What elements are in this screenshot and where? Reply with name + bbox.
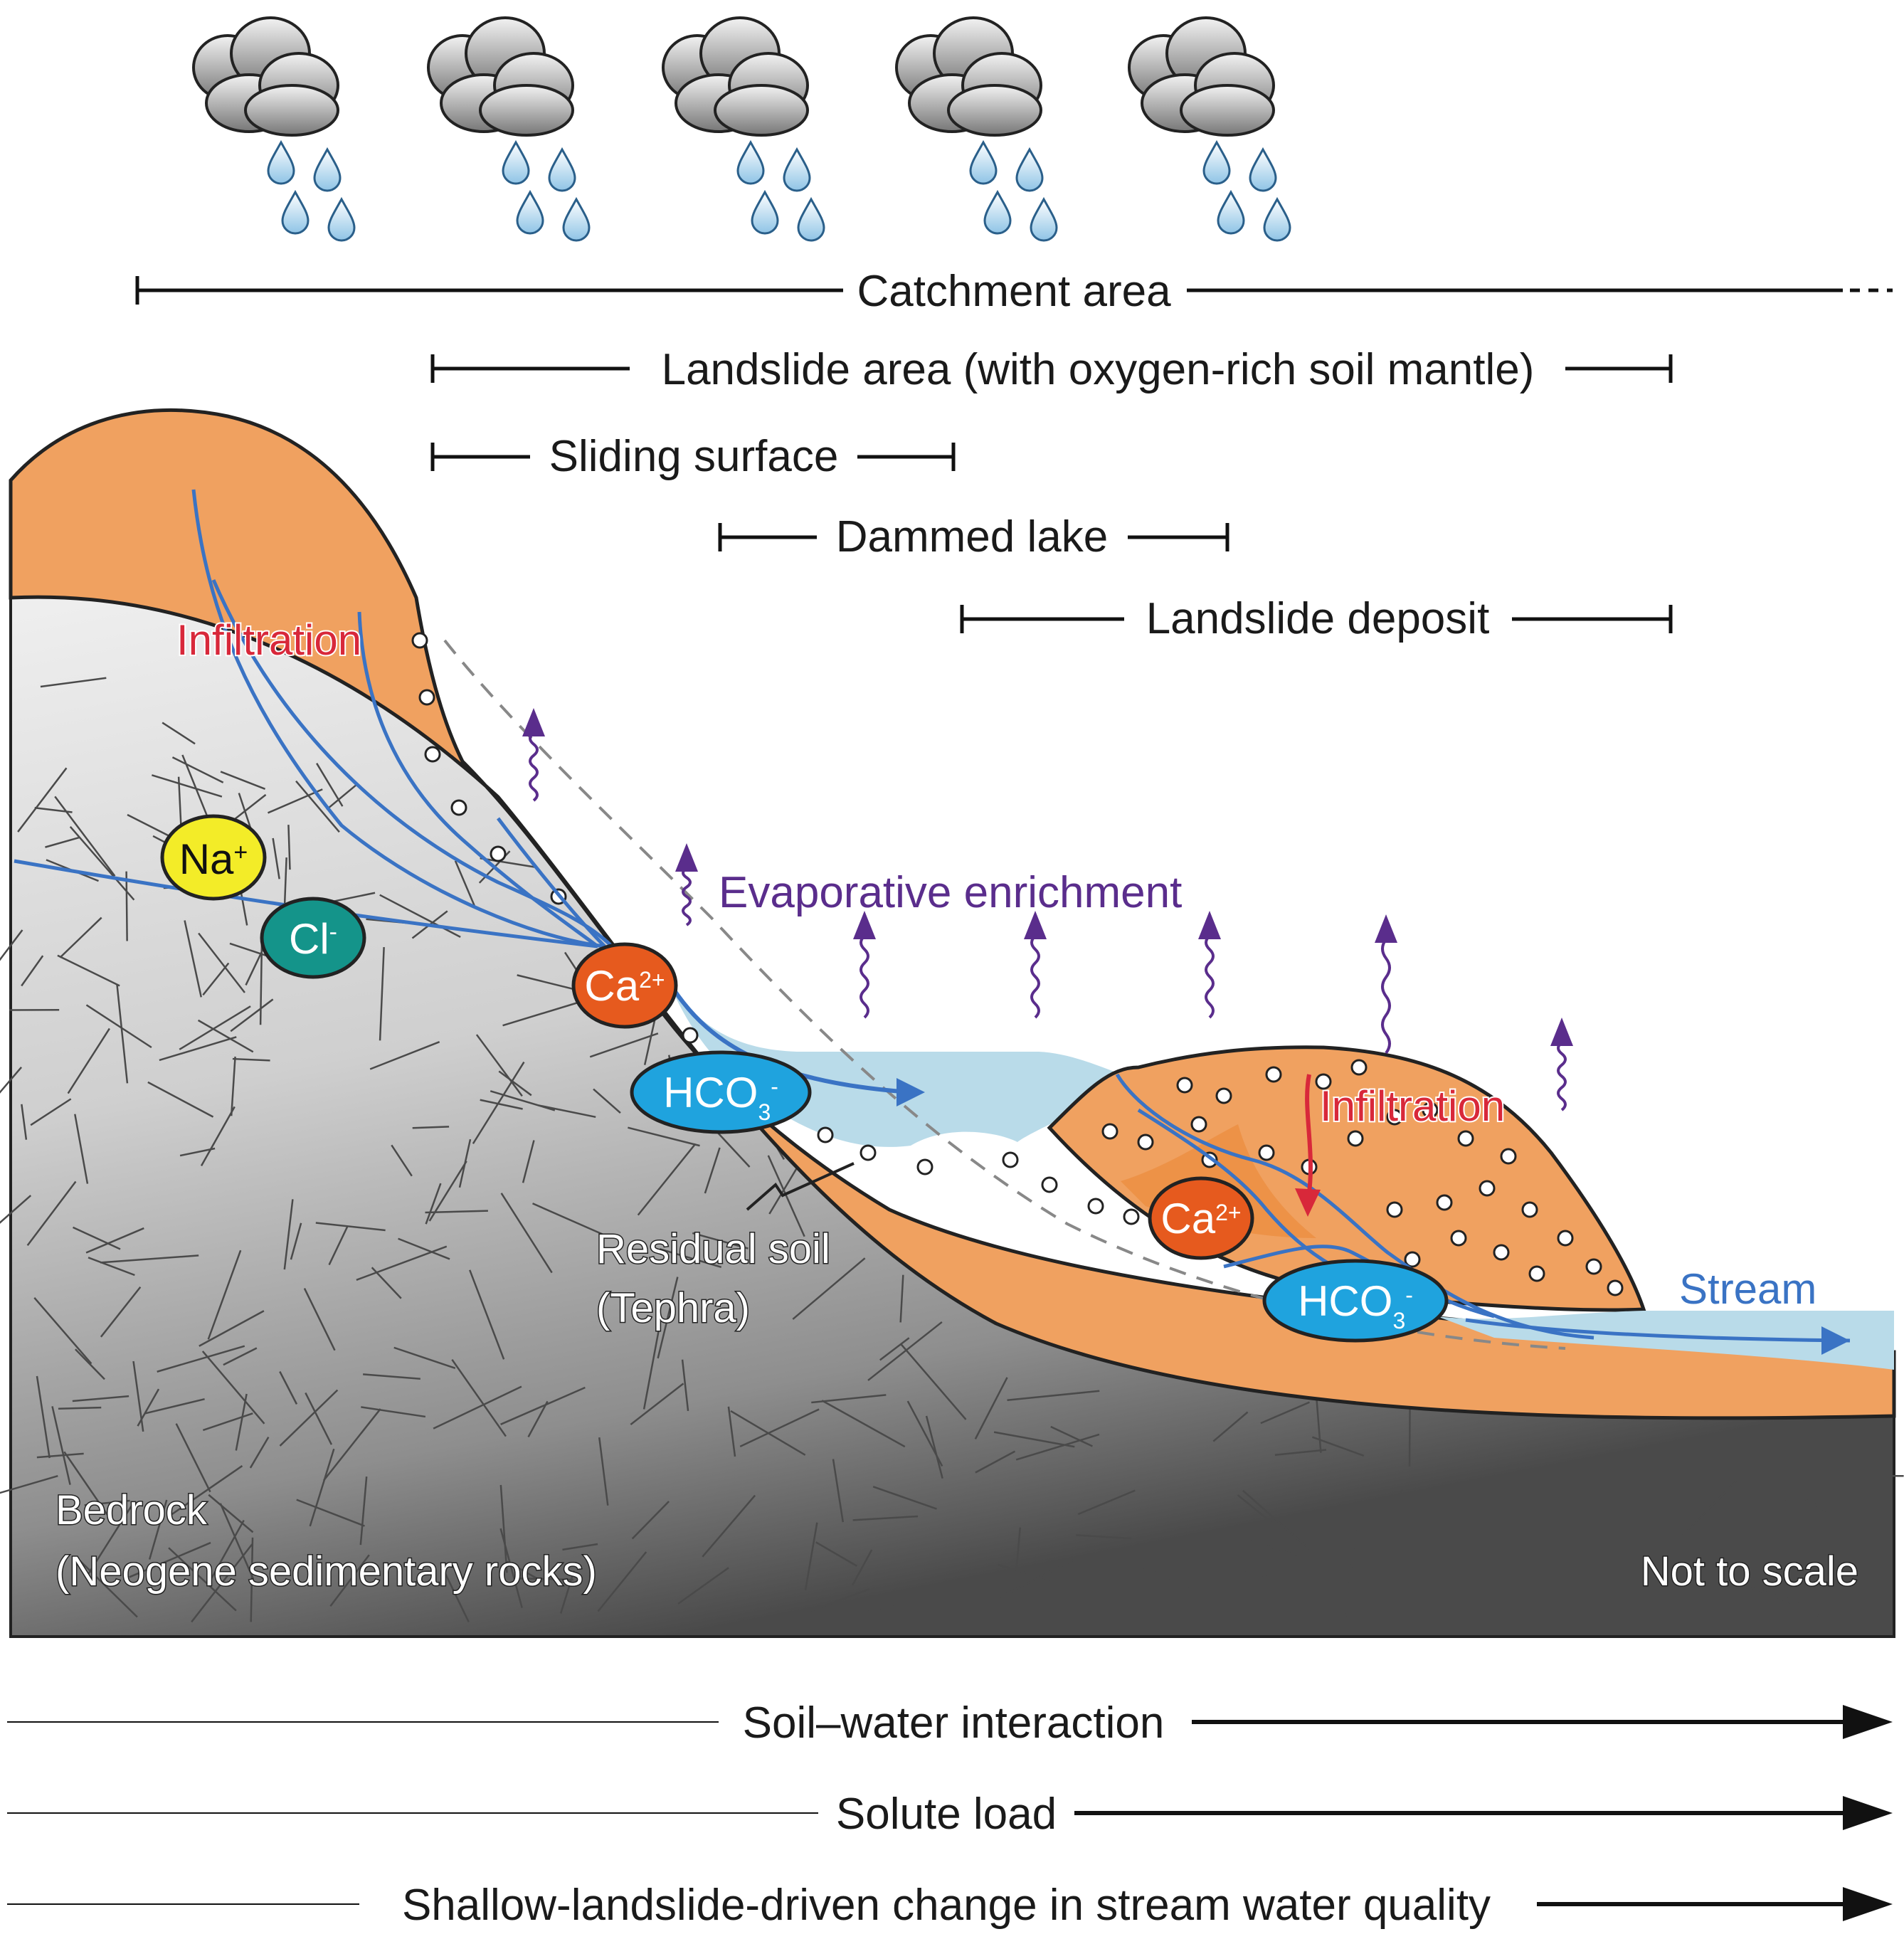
- raindrop-icon: [267, 139, 295, 185]
- water-quality-label: Shallow-landslide-driven change in strea…: [402, 1881, 1491, 1930]
- raindrop-icon: [548, 147, 576, 192]
- cloud-icon: [192, 16, 339, 137]
- ion-ca-upper: Ca2+: [571, 942, 678, 1029]
- landslide-deposit-label: Landslide deposit: [1146, 594, 1490, 643]
- raindrops: [267, 139, 1291, 242]
- trend-arrows: [7, 1705, 1893, 1921]
- svg-text:Na+: Na+: [179, 835, 248, 883]
- raindrop-icon: [313, 147, 342, 192]
- raindrop-icon: [736, 139, 765, 185]
- infiltration-lower-label: Infiltration: [1320, 1082, 1505, 1130]
- ion-ca-lower: Ca2+: [1148, 1176, 1254, 1260]
- soil-water-interaction-label: Soil–water interaction: [743, 1698, 1165, 1748]
- evaporation-arrow-icon: [1024, 911, 1047, 1019]
- raindrop-icon: [1202, 139, 1231, 185]
- raindrop-icon: [1030, 196, 1058, 242]
- evaporation-arrow-icon: [675, 843, 698, 926]
- raindrop-icon: [327, 196, 356, 242]
- svg-text:Cl-: Cl-: [289, 915, 337, 963]
- soil-pores: [411, 632, 1624, 1296]
- cloud-icon: [662, 16, 809, 137]
- stream-arrow: [1821, 1326, 1850, 1355]
- evaporation-arrows: [522, 708, 1573, 1111]
- raindrop-icon: [516, 189, 544, 235]
- cloud-icon: [427, 16, 574, 137]
- raindrop-icon: [1263, 196, 1291, 242]
- solute-load-label: Solute load: [836, 1790, 1057, 1839]
- stream-channel: [1437, 1311, 1894, 1370]
- raindrop-icon: [1217, 189, 1245, 235]
- raindrop-icon: [1249, 147, 1277, 192]
- raindrop-icon: [969, 139, 998, 185]
- tephra-label: (Tephra): [596, 1285, 750, 1331]
- svg-text:Ca2+: Ca2+: [584, 962, 665, 1010]
- infiltration-upper-label: Infiltration: [176, 616, 361, 664]
- evaporation-arrow-icon: [522, 708, 545, 802]
- bedrock-type-label: (Neogene sedimentary rocks): [55, 1548, 597, 1595]
- infiltration-arrow: [1295, 1074, 1321, 1217]
- raindrop-icon: [797, 196, 825, 242]
- lake-flow-arrow: [897, 1078, 925, 1106]
- catchment-area-label: Catchment area: [857, 267, 1171, 316]
- ion-na: Na+: [160, 814, 267, 901]
- evaporation-arrow-icon: [853, 911, 876, 1019]
- ion-cl: Cl-: [260, 897, 366, 979]
- residual-soil-label: Residual soil: [596, 1226, 830, 1272]
- evaporative-enrichment-label: Evaporative enrichment: [719, 868, 1182, 917]
- sliding-surface-label: Sliding surface: [549, 432, 839, 481]
- landslide-area-label: Landslide area (with oxygen-rich soil ma…: [662, 345, 1535, 394]
- range-bars: [135, 276, 1893, 633]
- svg-text:HCO3-: HCO3-: [1298, 1277, 1413, 1333]
- not-to-scale-label: Not to scale: [1641, 1548, 1858, 1595]
- svg-text:HCO3-: HCO3-: [663, 1069, 778, 1125]
- dammed-lake-label: Dammed lake: [836, 512, 1108, 561]
- cloud-icon: [895, 16, 1042, 137]
- bedrock-label: Bedrock: [55, 1487, 208, 1533]
- raindrop-icon: [502, 139, 530, 185]
- raindrop-icon: [281, 189, 310, 235]
- raindrop-icon: [783, 147, 811, 192]
- evaporation-arrow-icon: [1375, 914, 1397, 1055]
- ion-hco3-lower: HCO3-: [1262, 1259, 1449, 1343]
- evaporation-arrow-icon: [1198, 911, 1221, 1019]
- raindrop-icon: [983, 189, 1012, 235]
- ion-hco3-upper: HCO3-: [630, 1050, 812, 1134]
- raindrop-icon: [751, 189, 779, 235]
- svg-text:Ca2+: Ca2+: [1160, 1195, 1241, 1242]
- evaporation-arrow-icon: [1550, 1018, 1573, 1111]
- raindrop-icon: [562, 196, 591, 242]
- stream-label: Stream: [1679, 1265, 1816, 1313]
- residual-soil-pointer: [746, 1162, 855, 1211]
- rain-clouds: [192, 16, 1291, 242]
- cloud-icon: [1128, 16, 1275, 137]
- raindrop-icon: [1015, 147, 1044, 192]
